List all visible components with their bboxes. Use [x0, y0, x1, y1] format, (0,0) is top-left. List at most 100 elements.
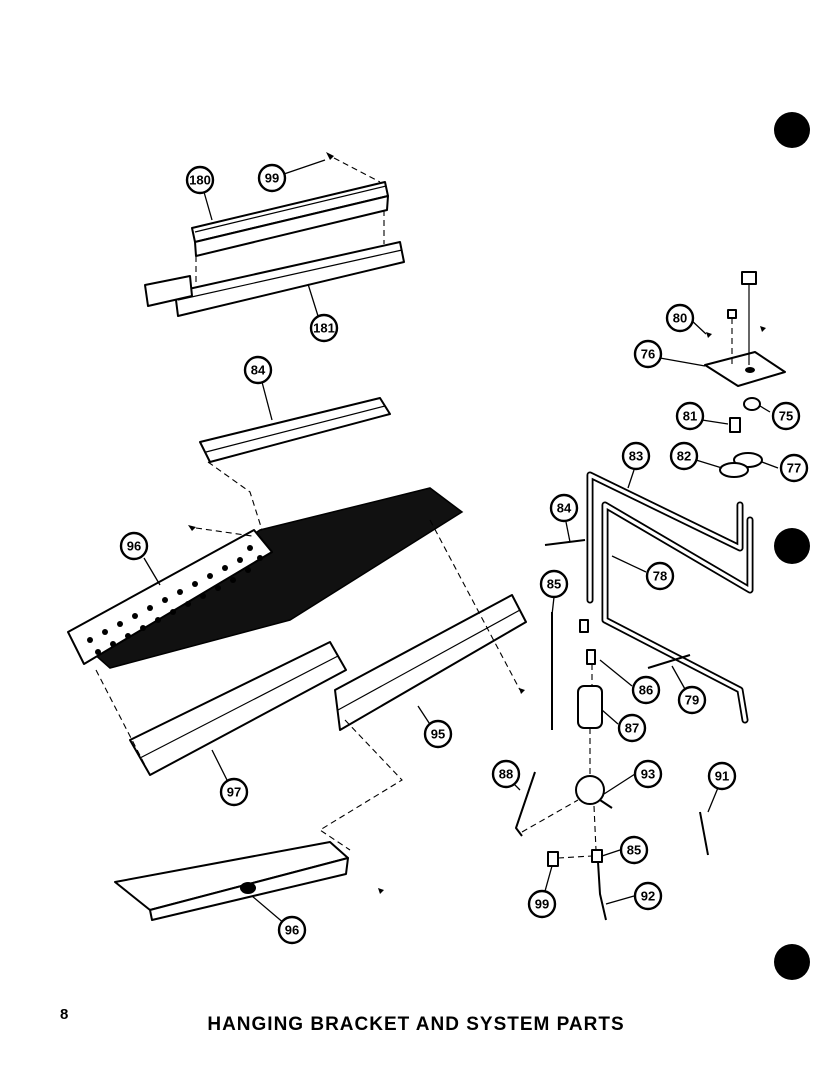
callout-181: 181 — [309, 313, 339, 343]
svg-text:96: 96 — [285, 923, 299, 938]
svg-text:78: 78 — [653, 569, 667, 584]
page-number: 8 — [60, 1006, 69, 1023]
callout-86: 86 — [631, 675, 661, 705]
callout-93: 93 — [633, 759, 663, 789]
callout-97: 97 — [219, 777, 249, 807]
screw-icon — [326, 152, 334, 160]
drain-pan-95 — [334, 594, 527, 731]
svg-text:85: 85 — [627, 843, 641, 858]
fitting-85 — [579, 619, 589, 633]
svg-text:76: 76 — [641, 347, 655, 362]
valve-93 — [575, 775, 605, 805]
probe-79 — [647, 654, 691, 669]
binder-hole — [774, 528, 810, 564]
screw-icon — [727, 309, 737, 319]
callout-85: 85 — [619, 835, 649, 865]
mounting-plate-76 — [704, 351, 786, 387]
screw-icon — [706, 332, 712, 338]
callout-99: 99 — [257, 163, 287, 193]
svg-text:81: 81 — [683, 409, 697, 424]
dash-guide — [521, 799, 579, 833]
dash-guide — [333, 157, 381, 183]
dash-guide — [318, 719, 403, 851]
callout-88: 88 — [491, 759, 521, 789]
fitting-99 — [547, 851, 559, 867]
drain-pan-97 — [129, 641, 347, 776]
screw-icon — [760, 326, 766, 332]
callout-81: 81 — [675, 401, 705, 431]
hanging-bracket-181 — [144, 241, 405, 317]
svg-text:91: 91 — [715, 769, 729, 784]
leader-lines — [143, 159, 779, 931]
svg-text:80: 80 — [673, 311, 687, 326]
svg-text:181: 181 — [313, 321, 335, 336]
callout-84: 84 — [243, 355, 273, 385]
filter-drier-87 — [577, 685, 603, 729]
svg-text:75: 75 — [779, 409, 793, 424]
svg-text:180: 180 — [189, 173, 211, 188]
callout-79: 79 — [677, 685, 707, 715]
svg-text:97: 97 — [227, 785, 241, 800]
svg-text:84: 84 — [251, 363, 266, 378]
callout-77: 77 — [779, 453, 809, 483]
tubing-83 — [586, 471, 744, 604]
svg-text:95: 95 — [431, 727, 445, 742]
callout-96: 96 — [119, 531, 149, 561]
screw-icon — [378, 888, 384, 894]
svg-text:84: 84 — [557, 501, 572, 516]
tray-98 — [114, 841, 349, 921]
dash-guide — [429, 519, 521, 691]
callout-85: 85 — [539, 569, 569, 599]
tubing-78 — [601, 501, 754, 724]
tube-92 — [597, 861, 607, 921]
clip-91 — [699, 811, 709, 856]
callout-99: 99 — [527, 889, 557, 919]
evaporator-coil-96 — [67, 487, 464, 669]
svg-text:87: 87 — [625, 721, 639, 736]
callout-76: 76 — [633, 339, 663, 369]
callout-82: 82 — [669, 441, 699, 471]
svg-text:92: 92 — [641, 889, 655, 904]
callout-92: 92 — [633, 881, 663, 911]
screw-icon — [519, 688, 525, 694]
binder-hole — [774, 112, 810, 148]
dash-guide — [95, 669, 151, 776]
svg-text:88: 88 — [499, 767, 513, 782]
svg-text:99: 99 — [535, 897, 549, 912]
callout-80: 80 — [665, 303, 695, 333]
dash-guide — [207, 461, 263, 531]
svg-text:99: 99 — [265, 171, 279, 186]
hanging-bracket-180 — [191, 181, 389, 257]
valve-75 — [743, 397, 761, 411]
callout-75: 75 — [771, 401, 801, 431]
fitting-85 — [586, 649, 596, 665]
svg-text:86: 86 — [639, 683, 653, 698]
callout-87: 87 — [617, 713, 647, 743]
svg-text:77: 77 — [787, 461, 801, 476]
fitting-85 — [591, 849, 603, 863]
binder-hole — [774, 944, 810, 980]
callout-180: 180 — [185, 165, 215, 195]
callout-84: 84 — [549, 493, 579, 523]
svg-text:82: 82 — [677, 449, 691, 464]
probe-84 — [544, 539, 586, 546]
wrench-88 — [515, 771, 536, 837]
callout-83: 83 — [621, 441, 651, 471]
fitting-81 — [729, 417, 741, 433]
callout-78: 78 — [645, 561, 675, 591]
svg-text:83: 83 — [629, 449, 643, 464]
svg-text:96: 96 — [127, 539, 141, 554]
flange-82 — [719, 462, 749, 478]
svg-text:79: 79 — [685, 693, 699, 708]
callout-96: 96 — [277, 915, 307, 945]
cap-nut — [741, 271, 757, 285]
svg-text:85: 85 — [547, 577, 561, 592]
dash-guide — [593, 805, 597, 851]
page-title: HANGING BRACKET AND SYSTEM PARTS — [207, 1014, 625, 1035]
valve-93 — [599, 799, 613, 809]
callout-91: 91 — [707, 761, 737, 791]
screw-icon — [188, 525, 196, 531]
callout-95: 95 — [423, 719, 453, 749]
dash-guide — [557, 855, 593, 859]
